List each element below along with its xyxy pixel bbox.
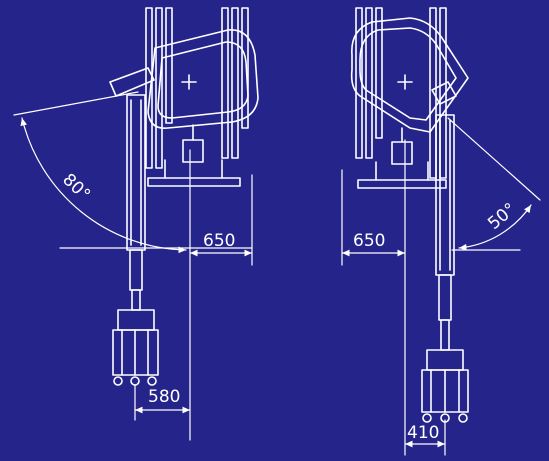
right-dimensions [341,117,541,456]
left-bottom-offset-label: 580 [148,387,180,407]
right-frame-posts [355,7,447,179]
right-horizontal-offset-label: 650 [353,231,385,251]
right-angle-label: 50° [484,199,520,234]
left-dimensions [13,91,253,441]
left-frame-posts [145,7,249,169]
left-cylinder-column [126,94,146,311]
right-bottom-grab [421,349,469,423]
right-bottom-offset-label: 410 [407,423,439,443]
right-cylinder-column [435,114,455,351]
left-view [109,7,259,386]
right-view [350,7,469,423]
left-angle-label: 80° [58,170,94,205]
left-bottom-grab [112,309,159,386]
left-tilt-arm [109,67,155,97]
left-horizontal-offset-label: 650 [203,231,235,251]
right-bucket-head [350,17,469,133]
right-base-platform [357,127,447,189]
